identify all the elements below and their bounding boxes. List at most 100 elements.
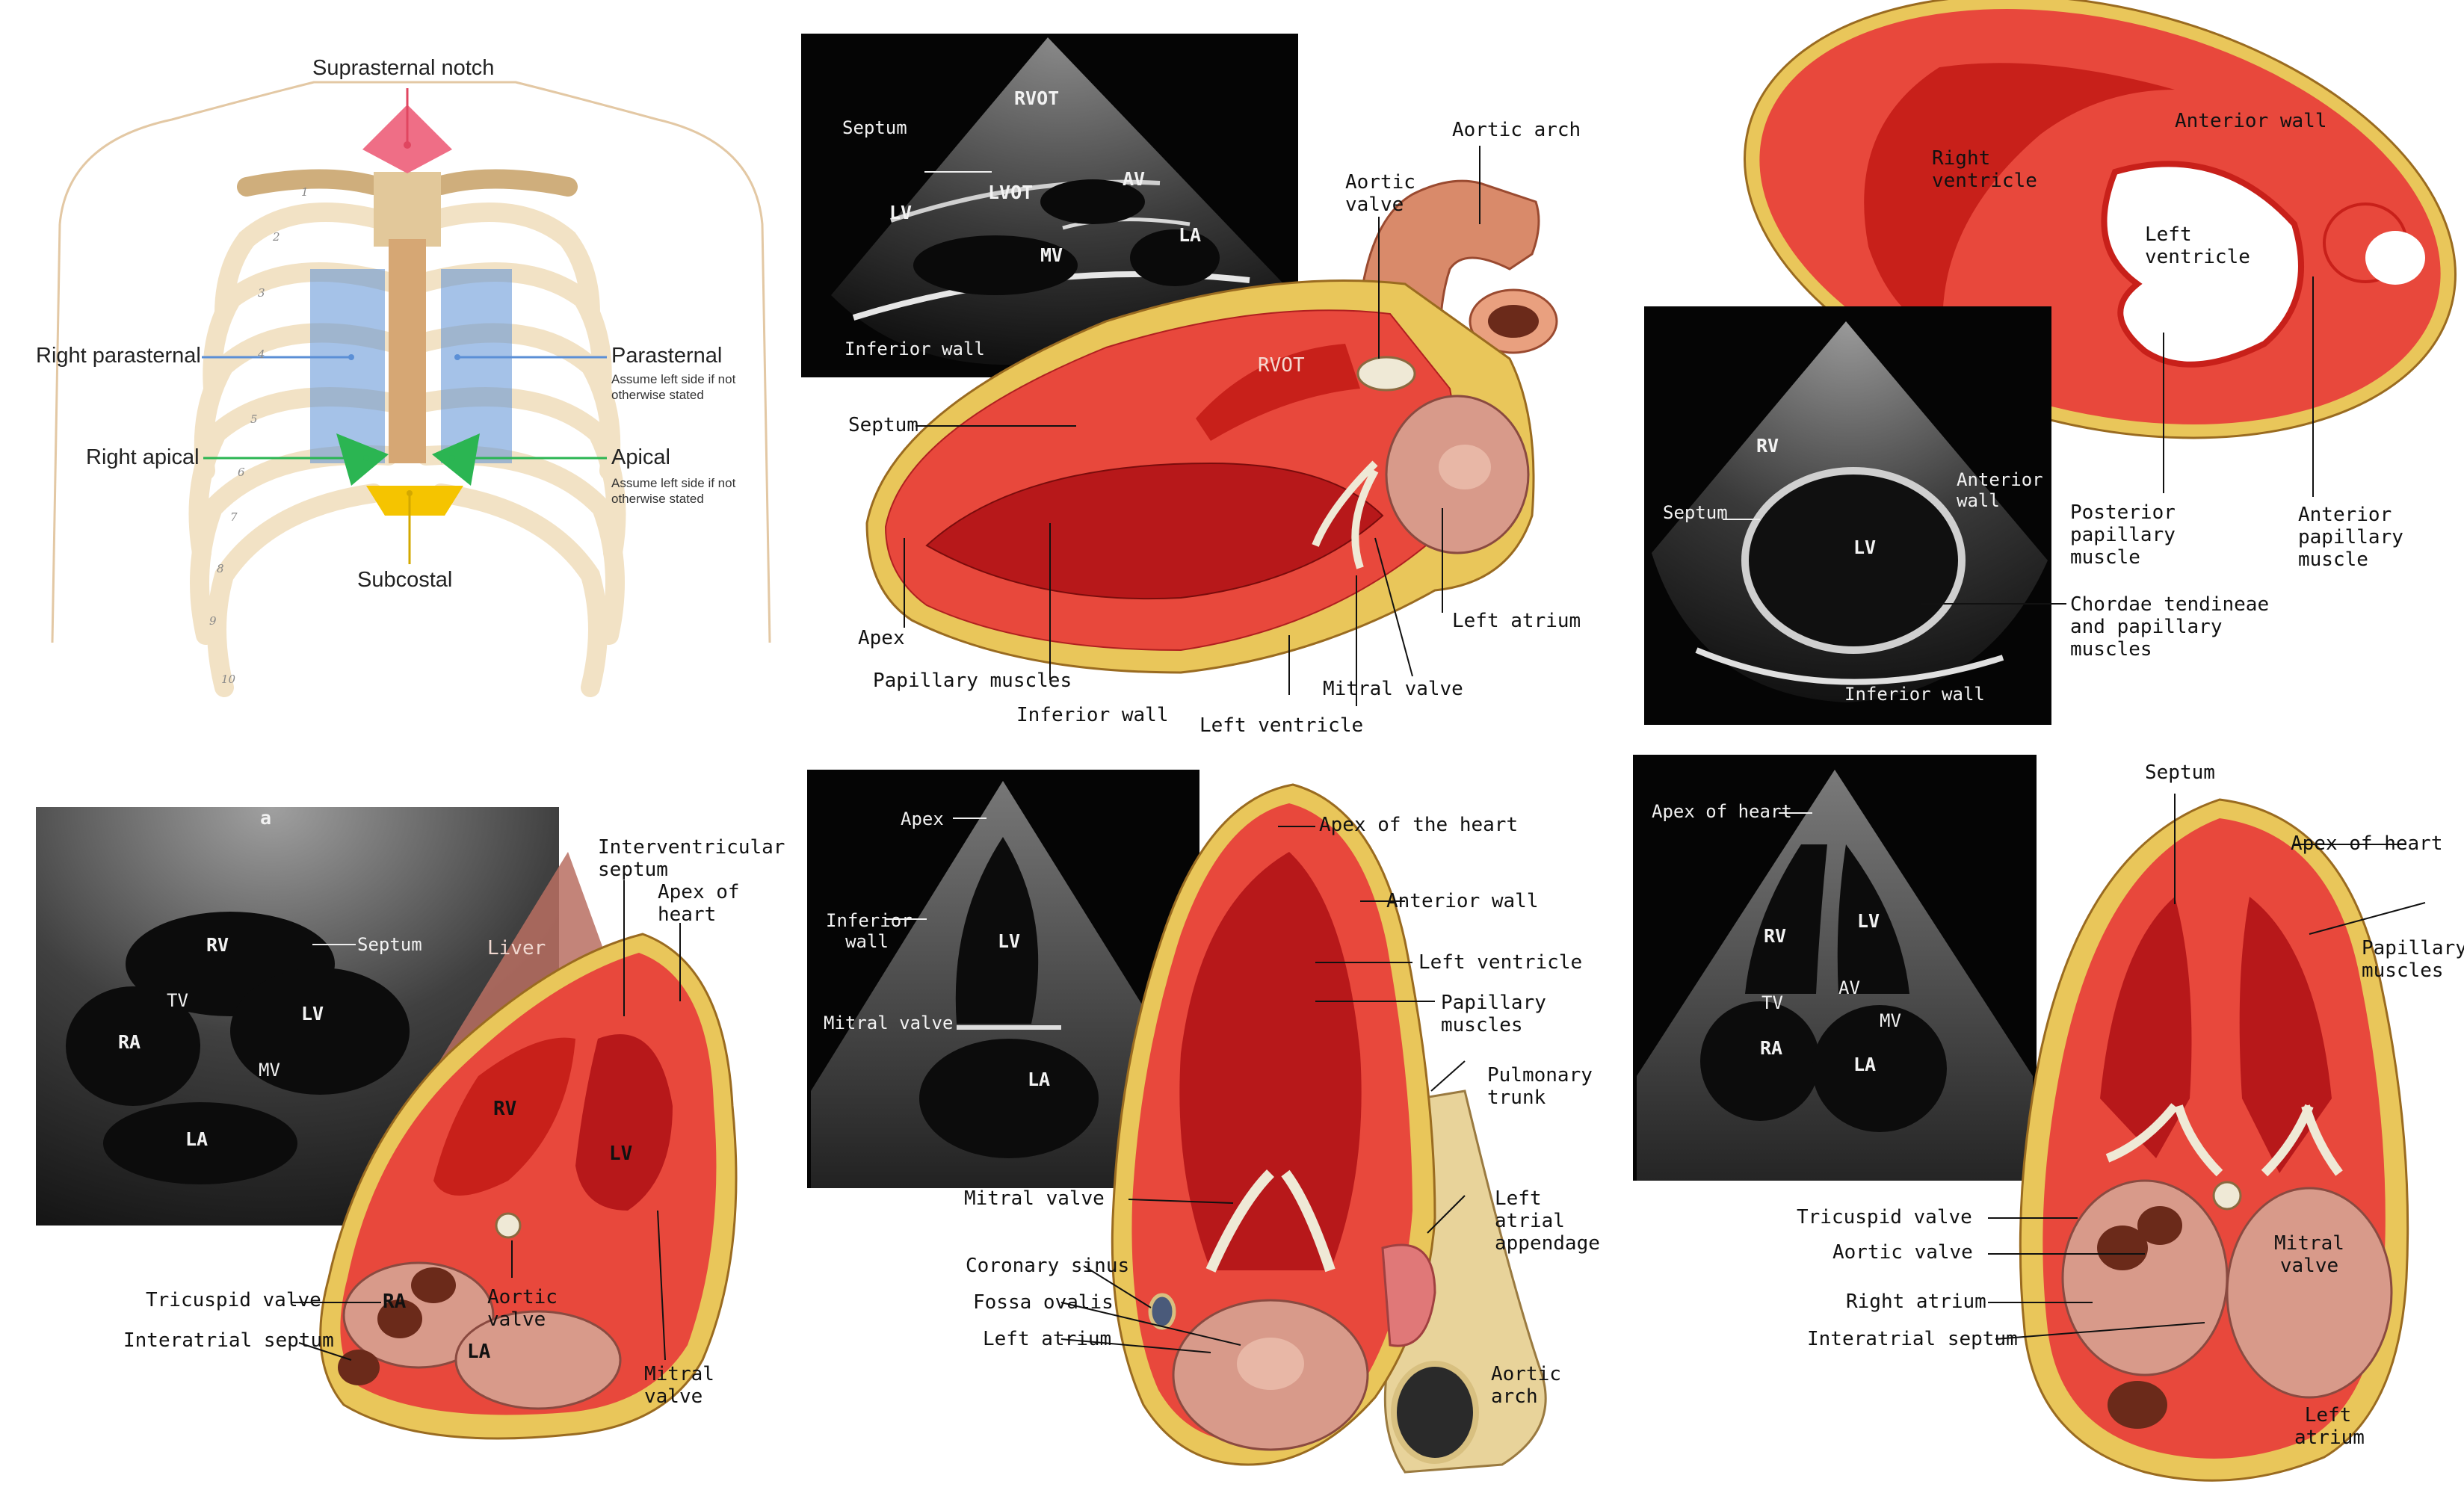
apical4-interatrial-label: Interatrial septum <box>1807 1328 2018 1350</box>
plax-rvot-cavity <box>1196 344 1360 441</box>
plax-septum-label: Septum <box>848 414 918 436</box>
apical2-anterior-wall-label: Anterior wall <box>1386 890 1539 912</box>
apical4-left-atrium <box>2226 1187 2393 1399</box>
right-apical-label: Right apical <box>86 445 200 469</box>
subcostal-panel: a RV Septum TV RA LV MV LA Liver Interve… <box>30 792 785 1465</box>
apical4-rv-cavity <box>2100 897 2192 1158</box>
apical4-aortic-valve <box>2212 1181 2242 1211</box>
plax-left-ventricle-label: Left ventricle <box>1199 714 1364 737</box>
subcostal-echo-lv: LV <box>301 1003 324 1024</box>
subcostal-left-atrium <box>454 1310 622 1410</box>
apical2-echo-inferior-wall: Inferior wall <box>826 910 913 952</box>
subcostal-echo-la: LA <box>185 1128 209 1150</box>
psax-echo-lv: LV <box>1853 537 1877 558</box>
plax-left-atrium-label: Left atrium <box>1452 610 1581 632</box>
apical2-coronary-sinus-label: Coronary sinus <box>966 1255 1130 1277</box>
subcostal-echo-ra: RA <box>118 1031 141 1053</box>
plax-papillary-label: Papillary muscles <box>873 670 1072 692</box>
rib-number-8: 8 <box>217 562 224 575</box>
subcostal-interventricular-septum-label: Interventricular septum <box>598 836 785 881</box>
apical4-echo-apex: Apex of heart <box>1652 801 1792 822</box>
psax-left-ventricle-label: Left ventricle <box>2145 223 2250 268</box>
apical4-echo-mv: MV <box>1880 1010 1901 1031</box>
apical2-heart-illustration <box>1060 783 1547 1474</box>
psax-posterior-papillary-label: Posterior papillary muscle <box>2070 501 2176 569</box>
apical-note: Assume left side if not otherwise stated <box>611 476 736 507</box>
plax-echo-av: AV <box>1123 168 1146 190</box>
plax-lv-cavity <box>925 462 1384 600</box>
plax-apex-label: Apex <box>858 627 905 649</box>
plax-echo-image: RVOT Septum AV LV LVOT LA MV Inferior wa… <box>801 34 1298 377</box>
plax-echo-lv: LV <box>889 202 913 223</box>
subcostal-interatrial-label: Interatrial septum <box>123 1329 334 1352</box>
sternum <box>389 239 426 463</box>
apical4-papillary-label: Papillary muscles <box>2362 937 2464 982</box>
rib-number-5: 5 <box>250 412 258 426</box>
parasternal-label: Parasternal <box>611 344 723 368</box>
apical4-echo-ra: RA <box>1760 1037 1783 1059</box>
psax-chordae-label: Chordae tendineae and papillary muscles <box>2070 593 2270 661</box>
rib-number-7: 7 <box>230 510 238 524</box>
plax-inferior-wall-label: Inferior wall <box>1016 704 1169 726</box>
right-parasternal-window <box>310 269 385 463</box>
right-apical-window <box>336 433 389 486</box>
apical4-tricuspid-valve <box>2105 1103 2223 1177</box>
apical2-echo-la: LA <box>1028 1069 1051 1090</box>
apical2-panel: Apex Inferior wall LV Mitral valve LA <box>792 755 1614 1480</box>
psax-heart-illustration <box>1744 0 2457 497</box>
chest-windows-panel: 1 2 3 4 5 6 7 8 9 10 Suprasternal notch … <box>0 0 792 717</box>
plax-mitral-valve-label: Mitral valve <box>1323 678 1463 700</box>
subcostal-lv-cavity <box>575 1034 673 1211</box>
psax-echo-anterior-wall: Anterior wall <box>1957 469 2043 511</box>
apical2-echo-lv: LV <box>998 930 1021 952</box>
parasternal-note: Assume left side if not otherwise stated <box>611 372 736 403</box>
apical2-lv-cavity <box>1179 852 1362 1270</box>
apical2-papillary-label: Papillary muscles <box>1441 992 1546 1036</box>
psax-anterior-papillary-label: Anterior papillary muscle <box>2298 504 2403 571</box>
apical4-echo-lv: LV <box>1857 910 1880 932</box>
apical2-aortic-arch-label: Aortic arch <box>1491 1363 1561 1408</box>
apical2-left-atrial-appendage <box>1381 1243 1436 1347</box>
apical2-echo-mitral-valve: Mitral valve <box>824 1013 954 1033</box>
plax-echo-inferior-wall: Inferior wall <box>845 339 985 359</box>
apical2-coronary-sinus <box>1148 1293 1176 1330</box>
left-clavicle <box>431 169 578 197</box>
apical2-fossa-ovalis <box>1237 1338 1304 1390</box>
rib-number-6: 6 <box>238 466 245 479</box>
plax-mitral-valve <box>1312 460 1379 569</box>
apical4-echo-rv: RV <box>1764 925 1787 947</box>
apical4-right-atrium-label: Right atrium <box>1846 1291 1986 1313</box>
apical2-mitral-valve-label: Mitral valve <box>964 1187 1105 1210</box>
subcostal-window <box>366 486 463 516</box>
rib-number-4: 4 <box>258 347 265 361</box>
subcostal-rv-label: RV <box>493 1098 517 1120</box>
rib-number-1: 1 <box>301 185 309 199</box>
rib-number-10: 10 <box>221 673 236 686</box>
apical4-lv-cavity <box>2239 897 2332 1173</box>
psax-echo-image: RV Septum Anterior wall LV Inferior wall <box>1644 306 2051 725</box>
psax-panel: Right ventricle Anterior wall Left ventr… <box>1622 0 2457 740</box>
subcostal-echo-mv: MV <box>259 1060 280 1081</box>
psax-lv-cavity <box>2101 161 2304 368</box>
subcostal-mitral-valve-label: Mitral valve <box>644 1363 714 1408</box>
right-parasternal-label: Right parasternal <box>36 344 201 368</box>
rib-number-2: 2 <box>273 230 280 244</box>
plax-aortic-valve-label: Aortic valve <box>1345 171 1415 216</box>
torso-outline <box>58 81 771 643</box>
apical4-septum-label: Septum <box>2145 761 2215 784</box>
apical4-right-atrium <box>2061 1179 2229 1376</box>
subcostal-echo-tv: TV <box>167 990 188 1011</box>
apical4-echo-la: LA <box>1853 1054 1877 1075</box>
apical4-apex-label: Apex of heart <box>2291 832 2443 855</box>
apical4-mitral-valve <box>2261 1104 2343 1177</box>
psax-anterior-wall-label: Anterior wall <box>2175 110 2327 132</box>
apical2-pulmonary-trunk-label: Pulmonary trunk <box>1487 1064 1593 1109</box>
psax-rv-cavity <box>1864 63 2175 337</box>
subcostal-label: Subcostal <box>357 568 453 592</box>
apical2-left-atrium-label: Left atrium <box>983 1328 1112 1350</box>
apical4-heart-illustration <box>1988 794 2426 1482</box>
subcostal-heart-illustration <box>291 852 738 1440</box>
subcostal-lv-label: LV <box>609 1143 633 1165</box>
psax-right-ventricle-label: Right ventricle <box>1932 147 2037 192</box>
plax-rvot-label: RVOT <box>1258 354 1305 377</box>
